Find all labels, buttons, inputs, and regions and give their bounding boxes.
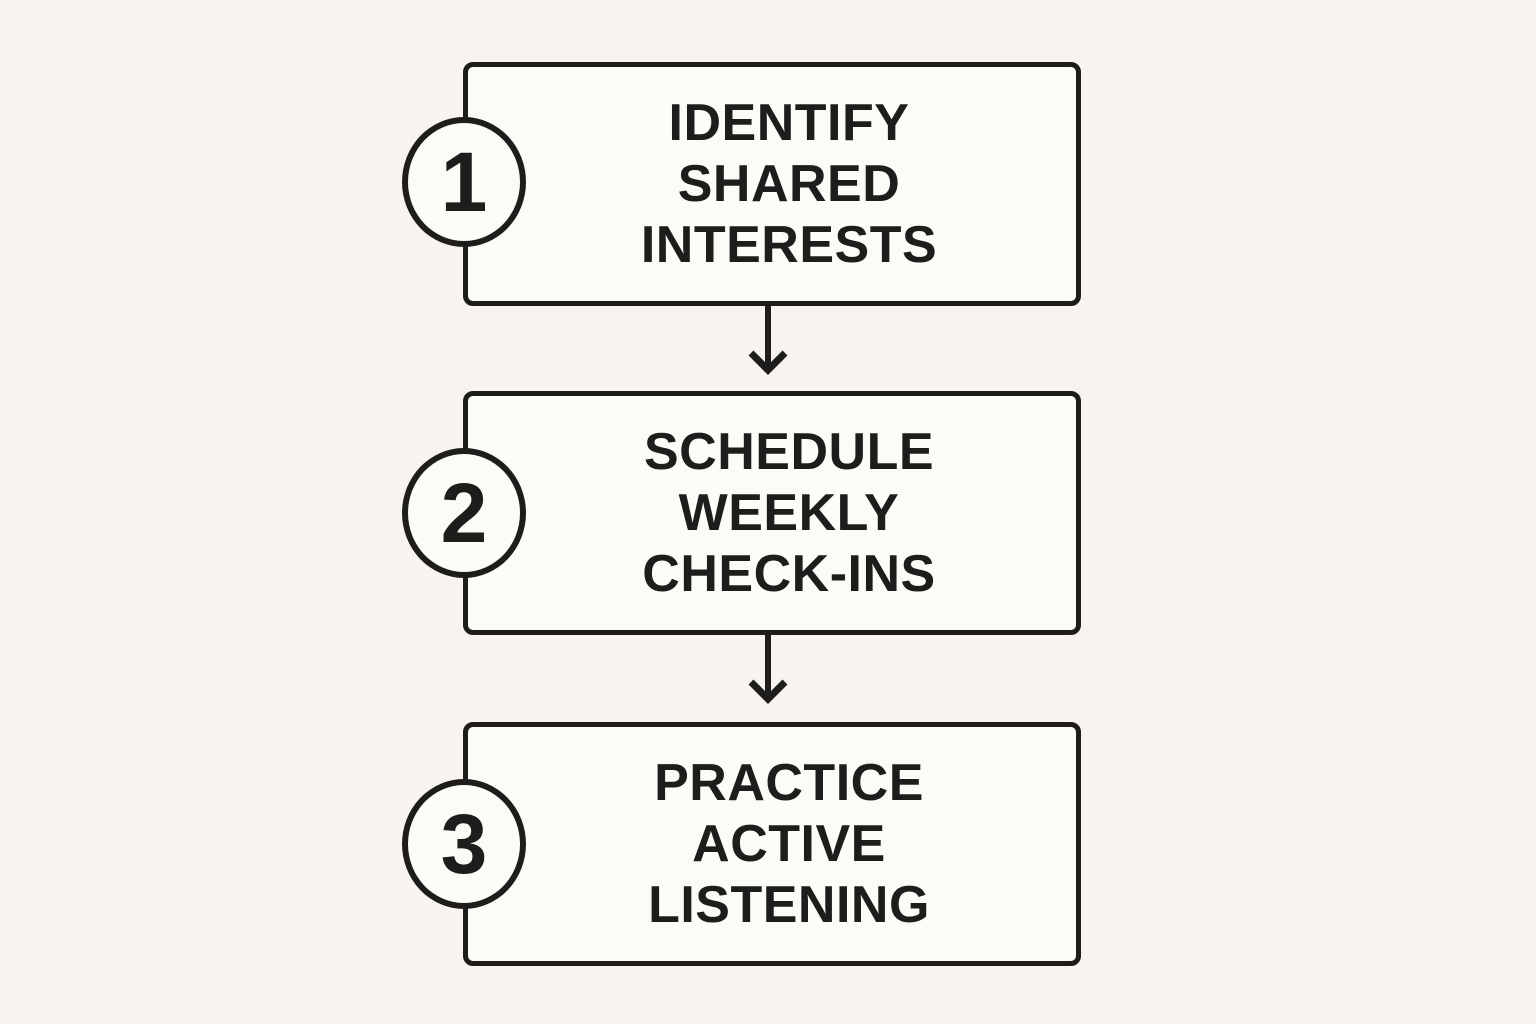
step-2-box: SCHEDULE WEEKLY CHECK-INS (463, 391, 1081, 635)
arrow-down-icon (748, 635, 788, 704)
step-2-number: 2 (440, 466, 488, 560)
step-3-label: PRACTICE ACTIVE LISTENING (648, 753, 930, 934)
step-3-number-badge: 3 (402, 779, 526, 909)
arrow-down-icon (748, 306, 788, 375)
step-1-box: IDENTIFY SHARED INTERESTS (463, 62, 1081, 306)
step-3-number: 3 (440, 797, 488, 891)
step-1-number-badge: 1 (402, 117, 526, 247)
step-1-label: IDENTIFY SHARED INTERESTS (640, 93, 938, 274)
step-3-box: PRACTICE ACTIVE LISTENING (463, 722, 1081, 966)
step-2-label: SCHEDULE WEEKLY CHECK-INS (642, 422, 936, 603)
step-1-number: 1 (440, 135, 488, 229)
step-2-number-badge: 2 (402, 448, 526, 578)
